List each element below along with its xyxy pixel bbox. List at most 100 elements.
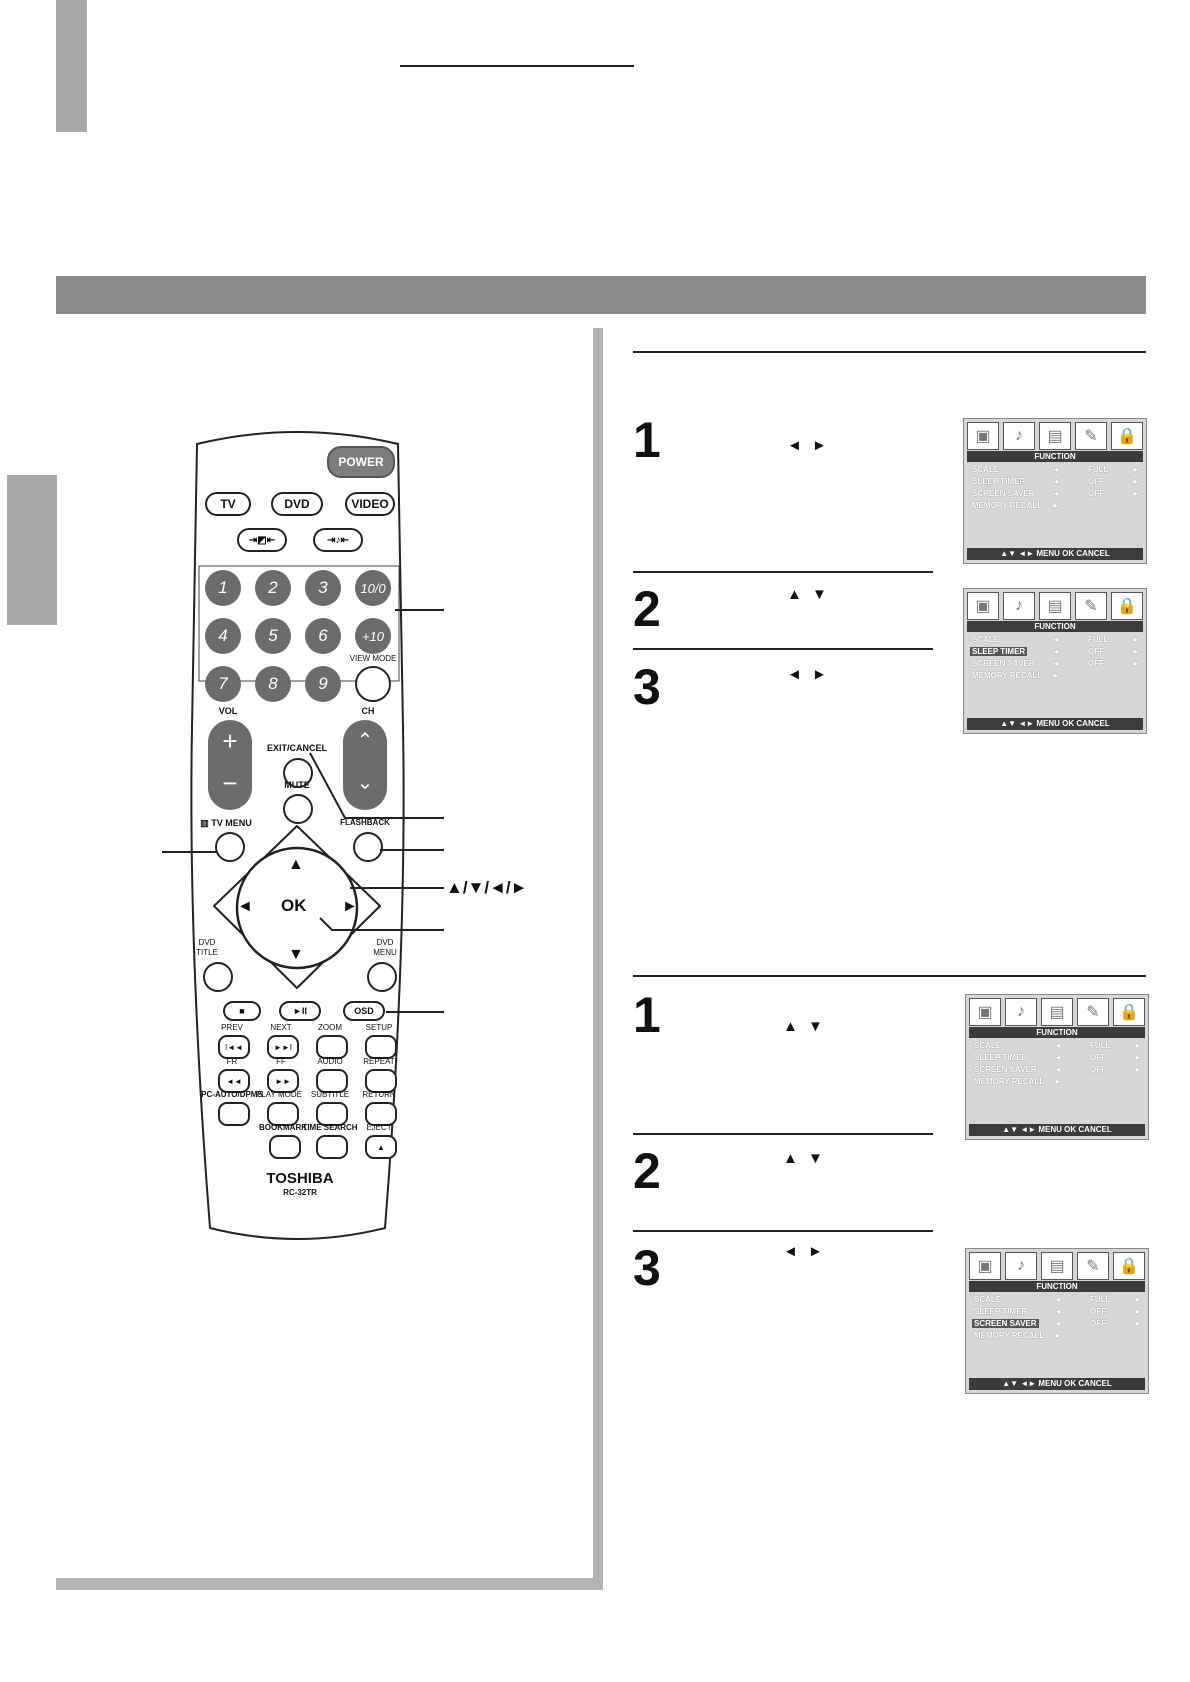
picture-mode-button[interactable]: ⇥◩⇤	[237, 528, 287, 552]
play-mode-label: PLAY MODE	[256, 1090, 302, 1099]
number-button-4[interactable]: 4	[205, 618, 241, 654]
dvd-title-button[interactable]	[203, 962, 233, 992]
right-arrow-icon: ►	[1134, 1319, 1142, 1328]
fast-forward-button[interactable]: ►►	[267, 1069, 299, 1093]
lock-icon: 🔒	[1113, 1252, 1145, 1280]
right-arrow-icon: ►	[1132, 477, 1140, 486]
music-icon: ♪	[1003, 592, 1035, 620]
menu-row-value: OFF	[1088, 659, 1104, 668]
left-arrow-icon: ◄	[1054, 1319, 1062, 1328]
procedure-b-step-2-arrows: ▲ ▼	[783, 1150, 826, 1167]
right-arrow-icon: ►	[1052, 501, 1060, 510]
next-button[interactable]: ►►I	[267, 1035, 299, 1059]
up-arrow-icon[interactable]: ▲	[288, 856, 304, 873]
menu-row-value: OFF	[1088, 647, 1104, 656]
number-button-2[interactable]: 2	[255, 570, 291, 606]
function-icon: ▤	[1039, 422, 1071, 450]
channel-rocker[interactable]: ⌃⌄	[343, 720, 387, 810]
wrench-icon: ✎	[1075, 592, 1107, 620]
sound-mode-button[interactable]: ⇥♪⇤	[313, 528, 363, 552]
left-arrow-icon: ◄	[1054, 1053, 1062, 1062]
video-button[interactable]: VIDEO	[345, 492, 395, 516]
menu-row: SCALE◄FULL►	[972, 1295, 1142, 1307]
picture-icon: ▣	[967, 422, 999, 450]
bookmark-button[interactable]	[269, 1135, 301, 1159]
right-arrow-icon: ►	[1052, 671, 1060, 680]
play-mode-button[interactable]	[267, 1102, 299, 1126]
number-button-10-0[interactable]: 10/0	[355, 570, 391, 606]
ok-button[interactable]: OK	[281, 896, 307, 915]
tv-button[interactable]: TV	[205, 492, 251, 516]
subtitle-label: SUBTITLE	[310, 1090, 350, 1099]
menu-row-value: OFF	[1090, 1319, 1106, 1328]
right-arrow-icon[interactable]: ►	[342, 898, 358, 915]
number-button-5[interactable]: 5	[255, 618, 291, 654]
pc-auto-dpms-button[interactable]	[218, 1102, 250, 1126]
right-arrow-icon: ►	[1132, 465, 1140, 474]
menu-header: FUNCTION	[967, 621, 1143, 632]
menu-row-label: SCALE	[974, 1041, 1002, 1050]
menu-footer: ▲▼ ◄► MENU OK CANCEL	[969, 1378, 1145, 1390]
vol-label: VOL	[218, 706, 238, 716]
number-button-8[interactable]: 8	[255, 666, 291, 702]
volume-rocker[interactable]: +−	[208, 720, 252, 810]
menu-row-label: SCREEN SAVER	[972, 489, 1035, 498]
number-button-3[interactable]: 3	[305, 570, 341, 606]
exit-cancel-button[interactable]	[283, 758, 313, 788]
number-button-9[interactable]: 9	[305, 666, 341, 702]
zoom-button[interactable]	[316, 1035, 348, 1059]
menu-header: FUNCTION	[969, 1281, 1145, 1292]
left-arrow-icon: ◄	[1052, 659, 1060, 668]
time-search-button[interactable]	[316, 1135, 348, 1159]
music-icon: ♪	[1003, 422, 1035, 450]
bookmark-label: BOOKMARK	[259, 1123, 307, 1132]
number-button-1[interactable]: 1	[205, 570, 241, 606]
wrench-icon: ✎	[1075, 422, 1107, 450]
power-button[interactable]: POWER	[327, 446, 395, 478]
subtitle-button[interactable]	[316, 1102, 348, 1126]
flashback-button[interactable]	[353, 832, 383, 862]
play-pause-button[interactable]: ►II	[279, 1001, 321, 1021]
prev-button[interactable]: I◄◄	[218, 1035, 250, 1059]
return-button[interactable]	[365, 1102, 397, 1126]
right-arrow-icon: ►	[1132, 489, 1140, 498]
left-arrow-icon: ◄	[1052, 489, 1060, 498]
procedure-b-step-2-number: 2	[633, 1143, 661, 1199]
osd-button[interactable]: OSD	[343, 1001, 385, 1021]
right-arrow-icon: ►	[1134, 1065, 1142, 1074]
fast-reverse-button[interactable]: ◄◄	[218, 1069, 250, 1093]
dvd-button[interactable]: DVD	[271, 492, 323, 516]
menu-row-value: FULL	[1090, 1041, 1111, 1050]
stop-button[interactable]: ■	[223, 1001, 261, 1021]
menu-icon-bar: ▣♪▤✎🔒	[969, 998, 1145, 1026]
eject-button[interactable]: ▲	[365, 1135, 397, 1159]
menu-icon: ▥	[200, 818, 212, 828]
menu-row: MEMORY RECALL►	[972, 1331, 1142, 1343]
number-button-6[interactable]: 6	[305, 618, 341, 654]
mute-button[interactable]	[283, 794, 313, 824]
view-mode-button[interactable]	[355, 666, 391, 702]
down-arrow-icon[interactable]: ▼	[288, 946, 304, 963]
menu-row-label: MEMORY RECALL	[974, 1331, 1045, 1340]
menu-row: SLEEP TIMER◄OFF►	[972, 1053, 1142, 1065]
arrow-keys-callout-label: ▲/▼/◄/►	[446, 878, 528, 897]
fr-label: FR	[226, 1057, 238, 1066]
menu-icon-bar: ▣♪▤✎🔒	[967, 592, 1143, 620]
repeat-button[interactable]	[365, 1069, 397, 1093]
dvd-menu-button[interactable]	[367, 962, 397, 992]
audio-button[interactable]	[316, 1069, 348, 1093]
procedure-a-step-3-number: 3	[633, 659, 661, 715]
number-button-7[interactable]: 7	[205, 666, 241, 702]
tv-menu-label: ▥ TV MENU	[200, 818, 252, 828]
menu-footer: ▲▼ ◄► MENU OK CANCEL	[967, 548, 1143, 560]
time-search-label: TIME SEARCH	[302, 1123, 358, 1132]
left-arrow-icon[interactable]: ◄	[237, 898, 253, 915]
left-arrow-icon: ◄	[1054, 1295, 1062, 1304]
menu-row-value: FULL	[1088, 465, 1109, 474]
setup-button[interactable]	[365, 1035, 397, 1059]
plus-10-button[interactable]: +10	[355, 618, 391, 654]
tv-menu-button[interactable]	[215, 832, 245, 862]
menu-row-label: SCREEN SAVER	[972, 659, 1035, 668]
